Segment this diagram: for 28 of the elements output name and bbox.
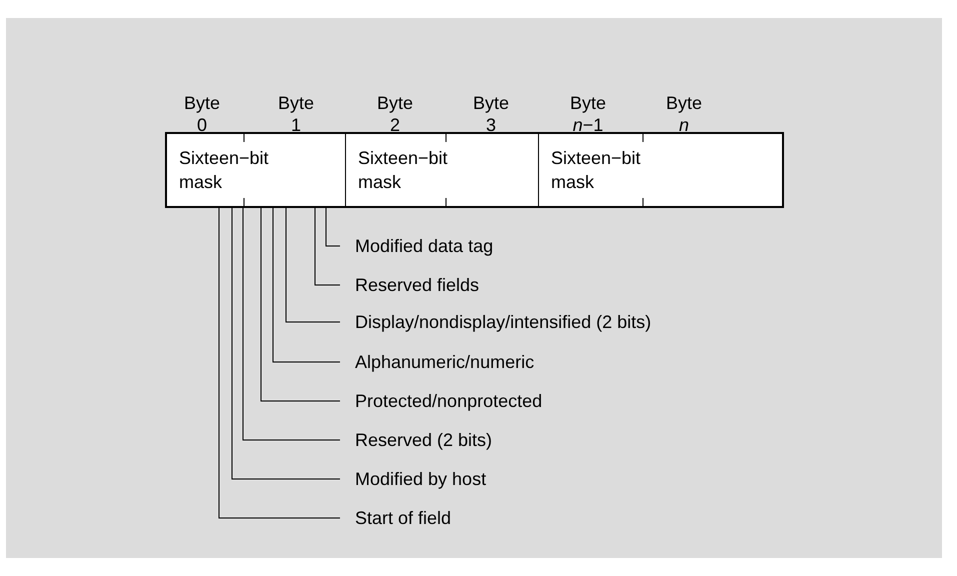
leader-line bbox=[314, 208, 340, 286]
byte-label: Byte n−1 bbox=[568, 92, 608, 136]
callout-text: Alphanumeric/numeric bbox=[355, 351, 534, 373]
leader-line bbox=[242, 208, 340, 440]
field-label: Sixteen−bit mask bbox=[179, 147, 270, 194]
leader-line bbox=[232, 208, 340, 480]
field-label: Sixteen−bit mask bbox=[551, 147, 642, 194]
mask-field bbox=[538, 132, 784, 208]
leader-line bbox=[218, 208, 340, 518]
callout-text: Protected/nonprotected bbox=[355, 390, 542, 412]
callout-text: Start of field bbox=[355, 507, 452, 529]
callout-text: Display/nondisplay/intensified (2 bits) bbox=[355, 311, 652, 333]
mask-field bbox=[345, 132, 538, 208]
byte-label: Byte n bbox=[664, 92, 704, 136]
byte-label: Byte 1 bbox=[276, 92, 316, 136]
leader-line bbox=[326, 208, 340, 246]
field-label: Sixteen−bit mask bbox=[358, 147, 449, 194]
mask-field bbox=[165, 132, 346, 208]
leader-line bbox=[286, 208, 340, 322]
callout-text: Modified by host bbox=[355, 468, 486, 490]
byte-label: Byte 2 bbox=[376, 92, 414, 136]
leader-line bbox=[260, 208, 340, 402]
byte-label: Byte 0 bbox=[182, 92, 222, 136]
byte-label: Byte 3 bbox=[472, 92, 510, 136]
callout-text: Modified data tag bbox=[355, 235, 494, 257]
leader-line bbox=[272, 208, 340, 362]
callout-text: Reserved fields bbox=[355, 274, 480, 296]
callout-text: Reserved (2 bits) bbox=[355, 429, 492, 451]
